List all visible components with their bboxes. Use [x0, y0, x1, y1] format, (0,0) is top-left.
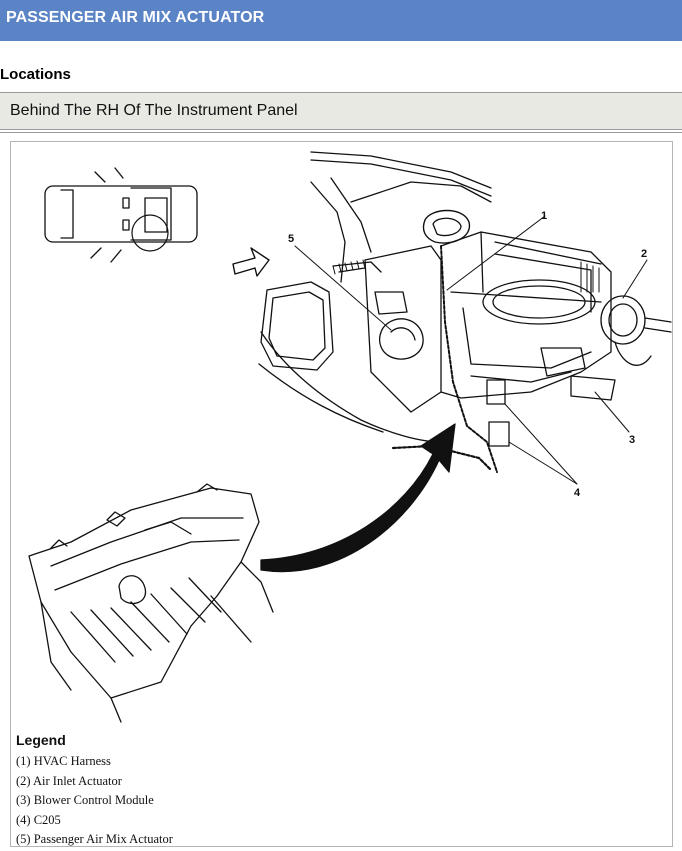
vehicle-top-view-icon	[44, 167, 198, 263]
component-location-figure: 1 2 3 4 5 Legend (1) HVAC Harness (2) Ai…	[10, 141, 673, 847]
legend-item: (2) Air Inlet Actuator	[16, 773, 122, 788]
component-diagram: 1 2 3 4 5	[28, 151, 672, 723]
view-direction-arrow	[232, 247, 270, 277]
legend-item: (5) Passenger Air Mix Actuator	[16, 832, 173, 846]
locations-heading: Locations	[0, 66, 71, 83]
legend-item: (4) C205	[16, 812, 61, 827]
legend-item: (1) HVAC Harness	[16, 754, 111, 768]
callout-5: 5	[288, 233, 294, 245]
legend: Legend (1) HVAC Harness (2) Air Inlet Ac…	[16, 732, 173, 850]
legend-item: (3) Blower Control Module	[16, 793, 154, 807]
callout-1: 1	[541, 210, 547, 222]
page-header: PASSENGER AIR MIX ACTUATOR	[0, 0, 682, 41]
callout-2: 2	[641, 248, 647, 260]
callout-3: 3	[629, 434, 635, 446]
location-row: Behind The RH Of The Instrument Panel	[0, 92, 682, 130]
zoom-arrow	[260, 423, 456, 573]
legend-title: Legend	[16, 732, 66, 748]
page-title: PASSENGER AIR MIX ACTUATOR	[6, 9, 265, 26]
divider	[0, 132, 682, 133]
location-value: Behind The RH Of The Instrument Panel	[10, 102, 298, 119]
callout-4: 4	[574, 487, 581, 499]
